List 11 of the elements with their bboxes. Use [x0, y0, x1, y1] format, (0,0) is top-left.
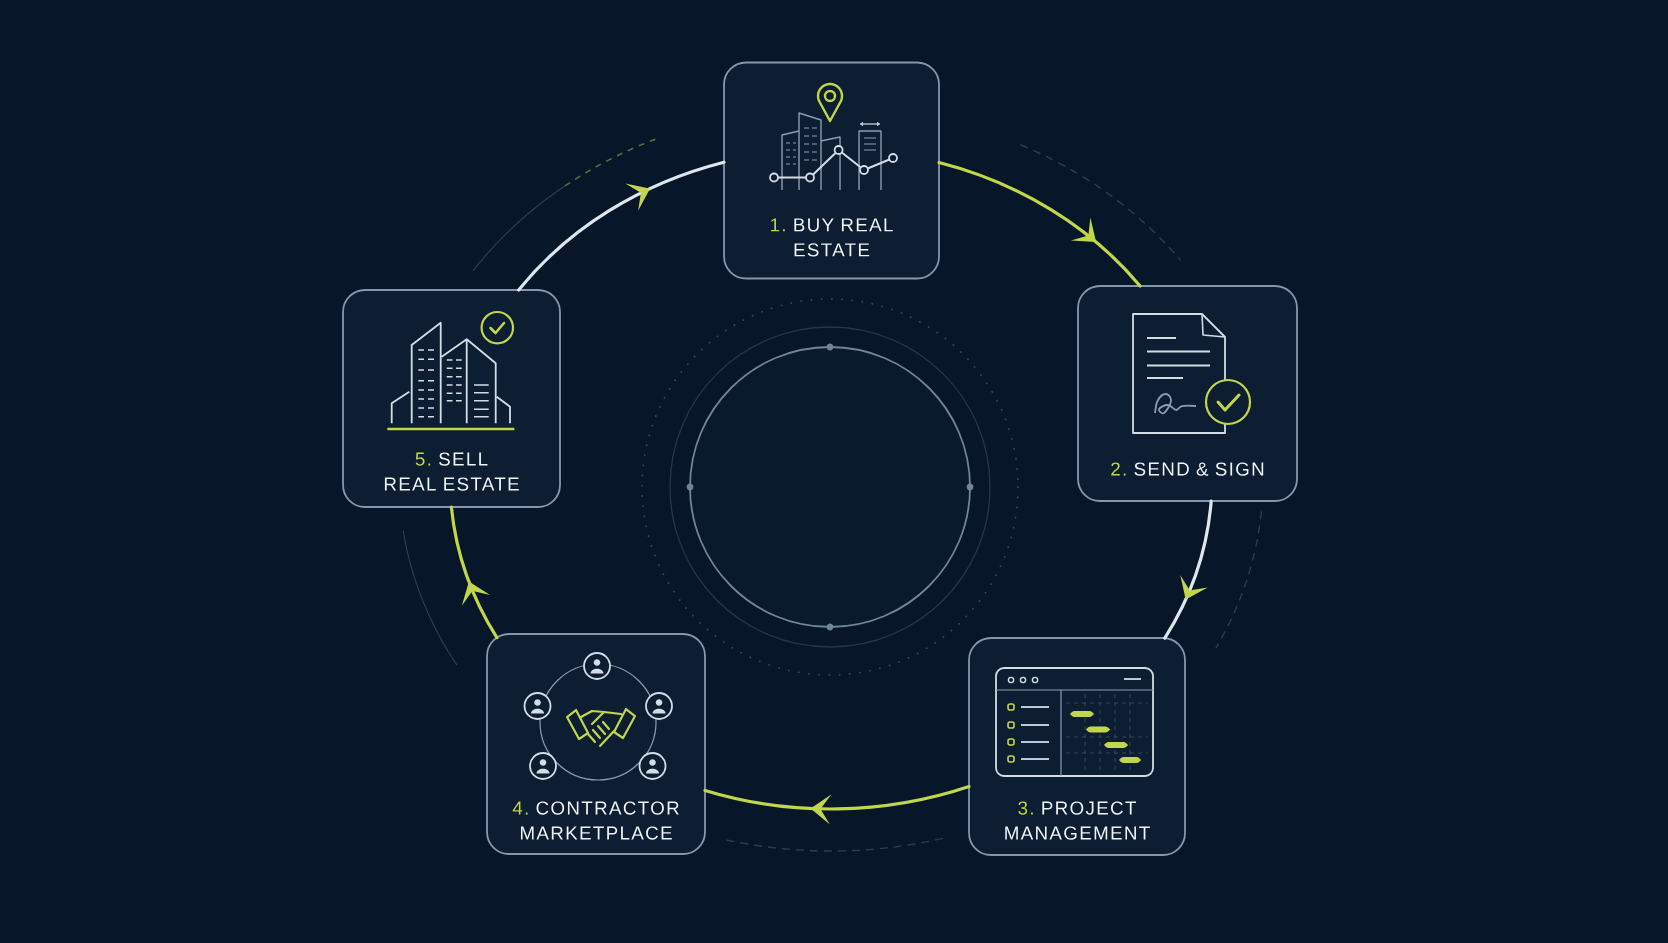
curved-arrow	[517, 160, 726, 292]
step-card: 2. SEND & SIGN	[1077, 285, 1298, 502]
curved-arrow	[1163, 499, 1213, 640]
step-card: 5. SELL REAL ESTATE	[342, 289, 561, 508]
step-card: 3. PROJECT MANAGEMENT	[968, 637, 1186, 856]
step-card: 4. CONTRACTOR MARKETPLACE	[486, 633, 706, 855]
curved-arrow	[703, 785, 971, 825]
center-circle	[689, 346, 971, 628]
step-card: 1. BUY REAL ESTATE	[723, 61, 940, 280]
curved-arrow	[449, 505, 499, 640]
curved-arrow	[937, 160, 1142, 288]
